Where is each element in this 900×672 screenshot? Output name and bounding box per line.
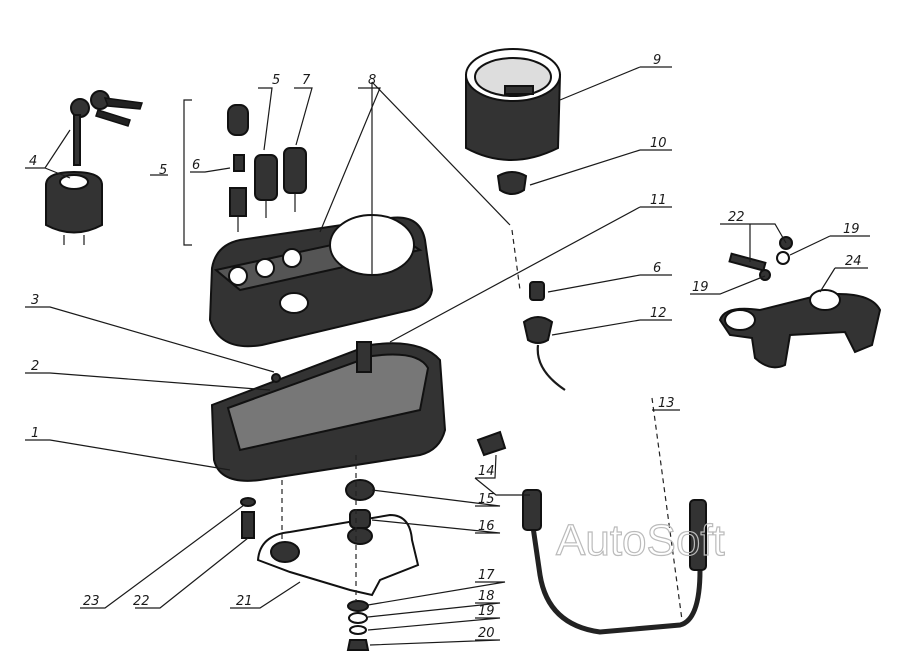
label-17: 17 <box>478 568 495 583</box>
switch-lamp-parts <box>183 99 307 246</box>
label-24: 24 <box>845 254 862 269</box>
instrument-panel-cover <box>208 214 434 348</box>
part-number-labels: 4 5 5 6 7 8 9 10 11 6 12 3 2 1 22 19 19 … <box>29 53 862 641</box>
label-20: 20 <box>478 626 495 641</box>
speedometer-cable <box>511 229 707 635</box>
leader-lines <box>25 66 870 646</box>
label-19-bracket-left: 19 <box>692 280 709 295</box>
label-14: 14 <box>478 464 495 479</box>
label-16: 16 <box>478 519 495 534</box>
base-plate <box>240 430 507 651</box>
label-13: 13 <box>658 396 675 411</box>
label-19-bottom: 19 <box>478 604 495 619</box>
watermark: AutoSoft <box>556 516 725 565</box>
label-15: 15 <box>478 492 495 507</box>
instrument-housing <box>210 341 447 482</box>
label-8: 8 <box>368 73 376 88</box>
mounting-bracket <box>718 236 882 369</box>
label-18: 18 <box>478 589 495 604</box>
warning-lamp <box>522 281 566 391</box>
label-3: 3 <box>31 293 39 308</box>
ignition-key-set <box>45 90 143 245</box>
label-4: 4 <box>29 154 37 169</box>
label-22-bottom: 22 <box>133 594 150 609</box>
label-9: 9 <box>653 53 661 68</box>
label-6-left: 6 <box>192 158 200 173</box>
speedometer <box>465 48 562 195</box>
label-12: 12 <box>650 306 667 321</box>
label-7: 7 <box>302 73 311 88</box>
label-5-top: 5 <box>272 73 280 88</box>
label-23: 23 <box>83 594 100 609</box>
label-10: 10 <box>650 136 667 151</box>
label-11: 11 <box>650 193 667 208</box>
label-22-bracket: 22 <box>728 210 745 225</box>
label-21: 21 <box>236 594 253 609</box>
label-5-left: 5 <box>159 163 167 178</box>
label-2: 2 <box>31 359 39 374</box>
label-19-bracket-top: 19 <box>843 222 860 237</box>
label-1: 1 <box>31 426 39 441</box>
label-6-right: 6 <box>653 261 661 276</box>
